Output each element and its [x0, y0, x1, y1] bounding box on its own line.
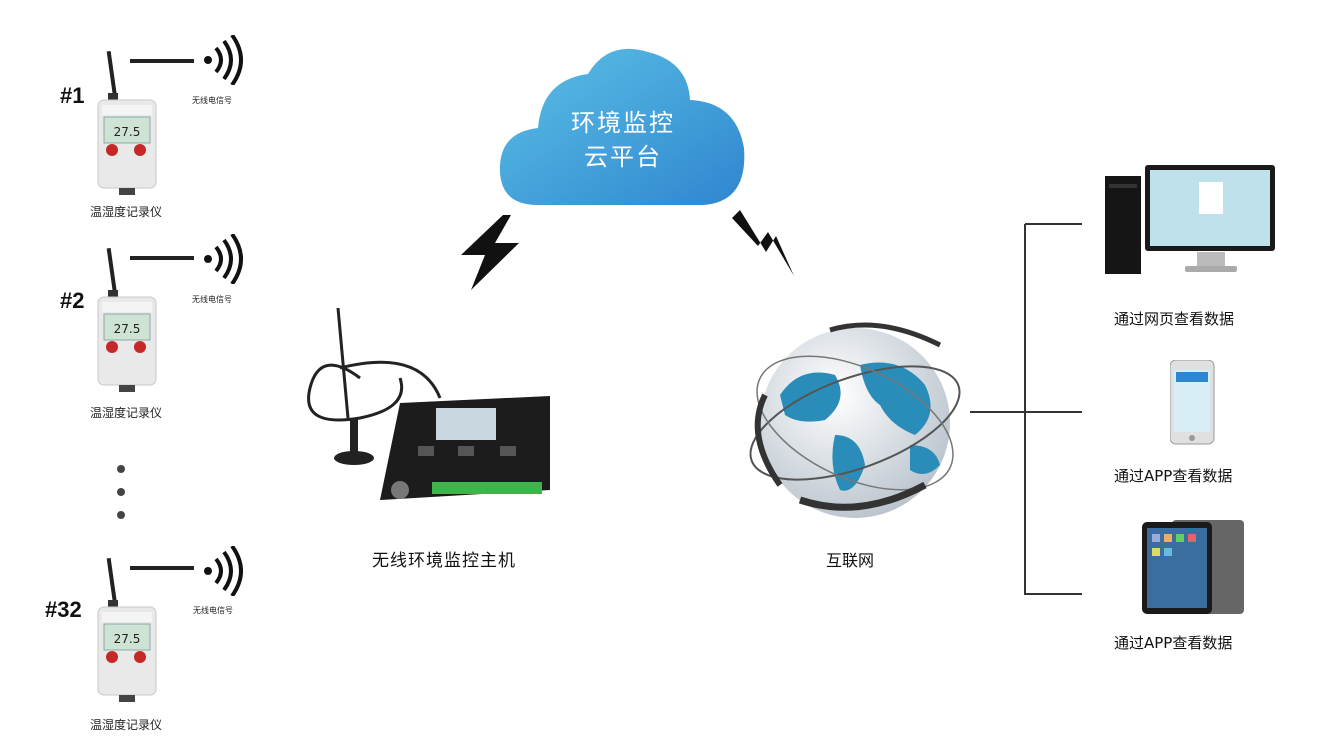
cloud-label: 环境监控 云平台: [498, 106, 748, 174]
tablet-icon: [1142, 520, 1244, 614]
cloud-label-line2: 云平台: [584, 143, 662, 171]
radio-wave-icon: [204, 546, 243, 596]
internet-caption: 互联网: [826, 551, 875, 570]
client-caption-web: 通过网页查看数据: [1114, 310, 1235, 328]
cloud-platform: 环境监控 云平台: [498, 40, 748, 210]
lightning-bolt-right-icon: [732, 210, 794, 276]
cloud-icon: [499, 48, 745, 205]
branch-connector: [970, 223, 1082, 595]
recorder-number: #1: [60, 83, 85, 108]
signal-label: 无线电信号: [192, 96, 232, 105]
recorder-display: 27.5: [114, 322, 141, 336]
recorder-number: #32: [45, 597, 82, 622]
monitoring-host-device-icon: [307, 308, 550, 500]
radio-wave-icon: [204, 234, 243, 284]
temperature-humidity-recorder-icon: 27.5: [97, 557, 157, 702]
temperature-humidity-recorder-icon: 27.5: [97, 50, 157, 195]
recorder-caption: 温湿度记录仪: [90, 205, 163, 219]
antenna-arm-icon: [130, 566, 194, 570]
recorder-caption: 温湿度记录仪: [90, 718, 163, 732]
client-caption-app-phone: 通过APP查看数据: [1114, 467, 1233, 485]
antenna-arm-icon: [130, 256, 194, 260]
signal-label: 无线电信号: [192, 295, 232, 304]
temperature-humidity-recorder-icon: 27.5: [97, 247, 157, 392]
ellipsis-dots: [117, 465, 127, 525]
radio-wave-icon: [204, 35, 243, 85]
recorder-display: 27.5: [114, 125, 141, 139]
antenna-arm-icon: [130, 59, 194, 63]
recorder-group-32: #32 27.5 无线电信号 温湿度记录仪: [45, 542, 305, 742]
cloud-label-line1: 环境监控: [571, 109, 675, 137]
internet-globe-icon: [749, 322, 961, 518]
recorder-display: 27.5: [114, 632, 141, 646]
lightning-bolt-left-icon: [461, 215, 519, 290]
desktop-pc-icon: [1105, 165, 1275, 274]
signal-label: 无线电信号: [193, 606, 233, 615]
recorder-number: #2: [60, 288, 85, 313]
recorder-group-2: #2 27.5 无线电信号 温湿度记录仪: [60, 232, 300, 420]
recorder-group-1: #1 27.5 无线电信号 温湿度记录仪: [60, 35, 300, 220]
recorder-caption: 温湿度记录仪: [90, 406, 163, 420]
smartphone-icon: [1170, 360, 1215, 445]
host-caption: 无线环境监控主机: [372, 551, 516, 571]
client-caption-app-tablet: 通过APP查看数据: [1114, 634, 1233, 652]
